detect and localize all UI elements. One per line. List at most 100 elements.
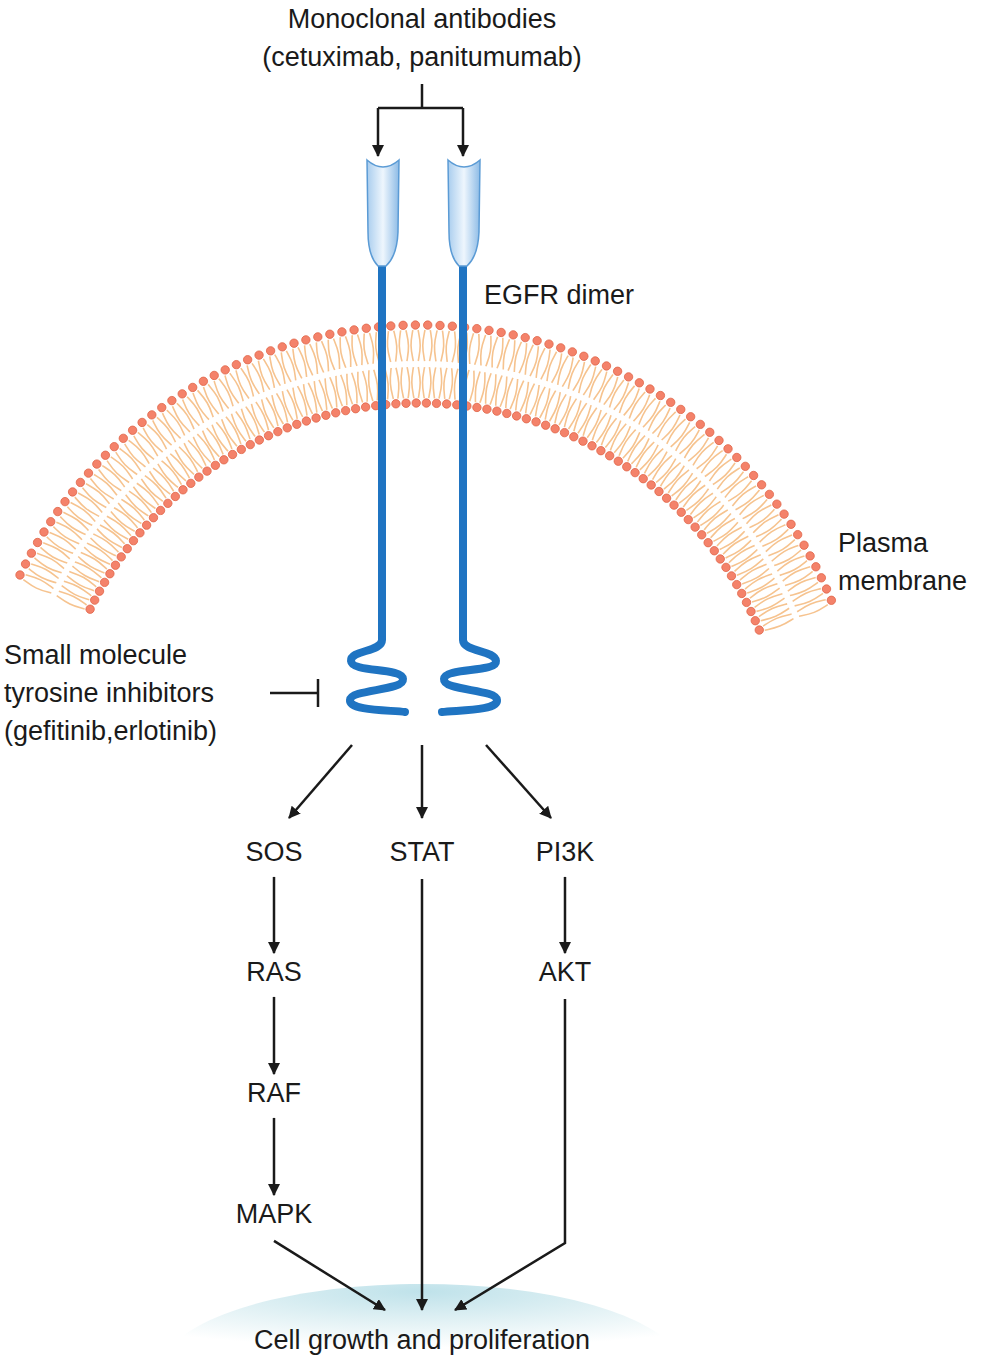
lipid-tail: [574, 403, 587, 431]
lipid-head: [274, 427, 282, 435]
lipid-tail: [434, 330, 437, 361]
lipid-tail: [732, 486, 756, 506]
lipid-head: [27, 549, 35, 557]
lipid-tail: [429, 367, 431, 398]
lipid-tail: [370, 333, 374, 364]
lipid-head: [635, 379, 643, 387]
lipid-head: [243, 356, 251, 364]
lipid-tail: [336, 376, 342, 406]
lipid-head: [773, 500, 781, 508]
lipid-head: [142, 521, 150, 529]
egfr-receptor: [442, 160, 497, 712]
lipid-tail: [84, 547, 110, 564]
lipid-head: [106, 570, 114, 578]
lipid-head: [95, 587, 103, 595]
lipid-head: [755, 626, 763, 634]
lipid-tail: [490, 374, 496, 404]
lipid-head: [302, 336, 310, 344]
lipid-head: [392, 400, 400, 408]
lipid-tail: [475, 334, 480, 365]
lipid-head: [749, 471, 757, 479]
lipid-tail: [765, 619, 794, 631]
lipid-head: [283, 424, 291, 432]
pathway-arrow: [421, 879, 424, 1310]
lipid-head: [483, 405, 491, 413]
lipid-tail: [340, 337, 346, 367]
lipid-tail: [530, 385, 539, 415]
lipid-tail: [492, 337, 498, 368]
lipid-tail: [433, 367, 435, 398]
pathway-arrow: [273, 1118, 276, 1195]
lipid-head: [733, 453, 741, 461]
lipid-head: [110, 442, 118, 450]
lipid-tail: [347, 374, 353, 404]
lipid-head: [255, 351, 263, 359]
lipid-head: [326, 330, 334, 338]
lipid-tail: [540, 388, 550, 417]
lipid-head: [195, 473, 203, 481]
lipid-head: [119, 434, 127, 442]
pathway-arrow: [273, 997, 276, 1074]
lipid-head: [655, 487, 663, 495]
lipid-tail: [23, 580, 51, 593]
lipid-head: [211, 461, 219, 469]
lipid-tail: [121, 499, 144, 520]
lipid-tail: [158, 464, 178, 488]
lipid-head: [722, 563, 730, 571]
lipid-head: [738, 589, 746, 597]
lipid-head: [16, 571, 24, 579]
lipid-tail: [454, 369, 458, 400]
lipid-head: [47, 517, 55, 525]
lipid-tail: [697, 501, 720, 522]
lipid-head: [338, 328, 346, 336]
lipid-tail: [418, 330, 420, 361]
lipid-head: [68, 488, 76, 496]
lipid-tail: [407, 367, 409, 398]
lipid-head: [156, 506, 164, 514]
lipid-tail: [480, 372, 485, 403]
lipid-tail: [679, 481, 701, 503]
lipid-head: [591, 357, 599, 365]
lipid-tail: [129, 491, 151, 512]
lipid-tail: [452, 331, 455, 362]
lipid-tail: [258, 361, 269, 390]
lipid-head: [189, 383, 197, 391]
lipid-head: [203, 467, 211, 475]
lipid-head: [246, 440, 254, 448]
lipid-head: [698, 531, 706, 539]
node-text: RAS: [246, 957, 302, 989]
lipid-head: [715, 436, 723, 444]
lipid-head: [605, 452, 613, 460]
lipid-tail: [446, 331, 449, 362]
lipid-tail: [125, 444, 146, 467]
lipid-tail: [508, 340, 515, 370]
lipid-tail: [369, 370, 373, 401]
lipid-head: [290, 339, 298, 347]
lipid-head: [221, 366, 229, 374]
lipid-tail: [406, 330, 409, 361]
outcome-dome: Cell growth and proliferation: [160, 1265, 684, 1359]
lipid-head: [533, 336, 541, 344]
lipid-head: [210, 371, 218, 379]
lipid-tail: [412, 367, 414, 398]
lipid-tail: [341, 375, 347, 405]
lipid-tail: [664, 466, 684, 489]
lipid-head: [255, 436, 263, 444]
lipid-tail: [469, 333, 473, 364]
lipid-tail: [364, 334, 368, 365]
lipid-head: [138, 418, 146, 426]
lipid-head: [742, 598, 750, 606]
lipid-tail: [352, 373, 357, 404]
structure-label: EGFR dimer: [484, 276, 724, 314]
lipid-head: [187, 479, 195, 487]
lipid-head: [532, 418, 540, 426]
lipid-head: [724, 445, 732, 453]
lipid-head: [149, 514, 157, 522]
lipid-tail: [514, 342, 521, 372]
pathway-node: STAT: [386, 835, 459, 871]
inhibition-bar: [270, 679, 318, 707]
lipid-head: [512, 412, 520, 420]
lipid-head: [614, 457, 622, 465]
lipid-head: [588, 442, 596, 450]
lipid-head: [793, 530, 801, 538]
